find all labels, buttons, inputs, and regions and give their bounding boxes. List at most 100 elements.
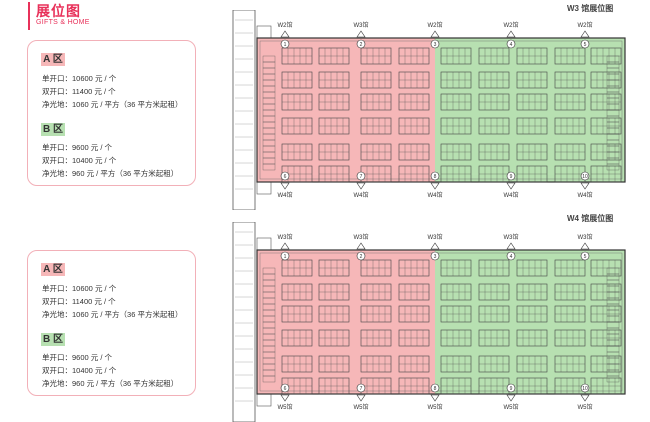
booth-block: [590, 47, 622, 65]
entrance-bottom: 10: [580, 171, 590, 190]
booth-block: [318, 259, 350, 277]
booth-block: [478, 71, 510, 89]
zone-a-badge: A 区: [41, 53, 65, 66]
booth-block: [554, 259, 586, 277]
booth-block: [398, 355, 430, 373]
adjacent-hall-label: W3馆: [427, 233, 442, 241]
booth-block: [516, 377, 548, 395]
plan-title-w3: W3 馆展位图: [567, 4, 614, 13]
adjacent-hall-label: W4馆: [577, 191, 592, 199]
entrance-number: 8: [434, 174, 437, 180]
booth-block: [281, 143, 313, 161]
booth-block: [360, 93, 392, 111]
entrance-number: 9: [510, 386, 513, 392]
booth-block: [516, 117, 548, 135]
booth-block: [440, 165, 472, 183]
booth-block: [590, 259, 622, 277]
booth-block: [554, 143, 586, 161]
booth-block: [440, 47, 472, 65]
booth-block: [554, 329, 586, 347]
booth-block: [398, 93, 430, 111]
booth-block: [554, 93, 586, 111]
booth-block: [516, 355, 548, 373]
adjacent-hall-label: W4馆: [427, 191, 442, 199]
booth-block: [318, 143, 350, 161]
entrance-top: 2: [356, 242, 366, 261]
entrance-top: 1: [280, 30, 290, 49]
floor-plan-w3: 1W2馆6W4馆2W3馆7W4馆3W2馆8W4馆4W2馆9W4馆5W2馆10W4…: [232, 10, 626, 210]
booth-block: [478, 117, 510, 135]
entrance-top: 5: [580, 30, 590, 49]
entrance-number: 7: [360, 174, 363, 180]
entrance-bottom: 7: [356, 171, 366, 190]
booth-block: [440, 355, 472, 373]
entrance-number: 9: [510, 174, 513, 180]
booth-block: [318, 165, 350, 183]
booth-block: [440, 283, 472, 301]
entrance-bottom: 6: [280, 383, 290, 402]
entrance-bottom: 9: [506, 171, 516, 190]
booth-block: [590, 93, 622, 111]
booth-block: [440, 117, 472, 135]
booth-block: [318, 377, 350, 395]
booth-block: [398, 71, 430, 89]
booth-block: [478, 355, 510, 373]
adjacent-hall-label: W3馆: [353, 233, 368, 241]
adjacent-hall-label: W2馆: [277, 21, 292, 29]
booth-block: [516, 259, 548, 277]
booth-block: [590, 71, 622, 89]
booth-block: [440, 259, 472, 277]
zone-a-raw-space-price: 净光地：1060 元 / 平方（36 平方米起租）: [42, 100, 183, 109]
booth-block: [516, 165, 548, 183]
booth-block: [554, 305, 586, 323]
booth-block: [281, 93, 313, 111]
booth-block: [440, 305, 472, 323]
entrance-bottom: 10: [580, 383, 590, 402]
adjacent-hall-label: W5馆: [427, 403, 442, 411]
entrance-bottom: 8: [430, 171, 440, 190]
adjacent-hall-label: W3馆: [277, 233, 292, 241]
zone-a-single-price: 单开口：10600 元 / 个: [42, 284, 117, 293]
booth-block: [318, 329, 350, 347]
entrance-number: 8: [434, 386, 437, 392]
entrance-number: 4: [510, 254, 513, 260]
booth-block: [478, 283, 510, 301]
booth-block: [554, 47, 586, 65]
entrance-number: 6: [284, 174, 287, 180]
zone-b-single-price: 单开口：9600 元 / 个: [42, 353, 113, 362]
booth-block: [281, 305, 313, 323]
booth-block: [590, 117, 622, 135]
adjacent-hall-label: W2馆: [503, 21, 518, 29]
booth-block: [554, 355, 586, 373]
entrance-number: 3: [434, 254, 437, 260]
entrance-top: 1: [280, 242, 290, 261]
booth-block: [590, 377, 622, 395]
zone-b-single-price: 单开口：9600 元 / 个: [42, 143, 113, 152]
entrance-top: 3: [430, 242, 440, 261]
booth-block: [318, 355, 350, 373]
booth-block: [440, 71, 472, 89]
booth-block: [281, 47, 313, 65]
booth-block: [398, 305, 430, 323]
booth-block: [281, 71, 313, 89]
booth-block: [398, 47, 430, 65]
booth-block: [318, 47, 350, 65]
booth-block: [478, 47, 510, 65]
plan-title-w4: W4 馆展位图: [567, 214, 614, 223]
booth-block: [398, 283, 430, 301]
booth-block: [398, 377, 430, 395]
booth-block: [398, 259, 430, 277]
booth-block: [554, 117, 586, 135]
booth-block: [516, 93, 548, 111]
entrance-number: 7: [360, 386, 363, 392]
entrance-number: 2: [360, 254, 363, 260]
perimeter-booths-left: [262, 267, 276, 383]
entrance-number: 4: [510, 42, 513, 48]
adjacent-hall-label: W2馆: [427, 21, 442, 29]
booth-block: [590, 305, 622, 323]
booth-block: [360, 355, 392, 373]
adjacent-hall-label: W3馆: [577, 233, 592, 241]
booth-block: [590, 355, 622, 373]
zone-a-double-price: 双开口：11400 元 / 个: [42, 87, 116, 96]
booth-block: [360, 71, 392, 89]
